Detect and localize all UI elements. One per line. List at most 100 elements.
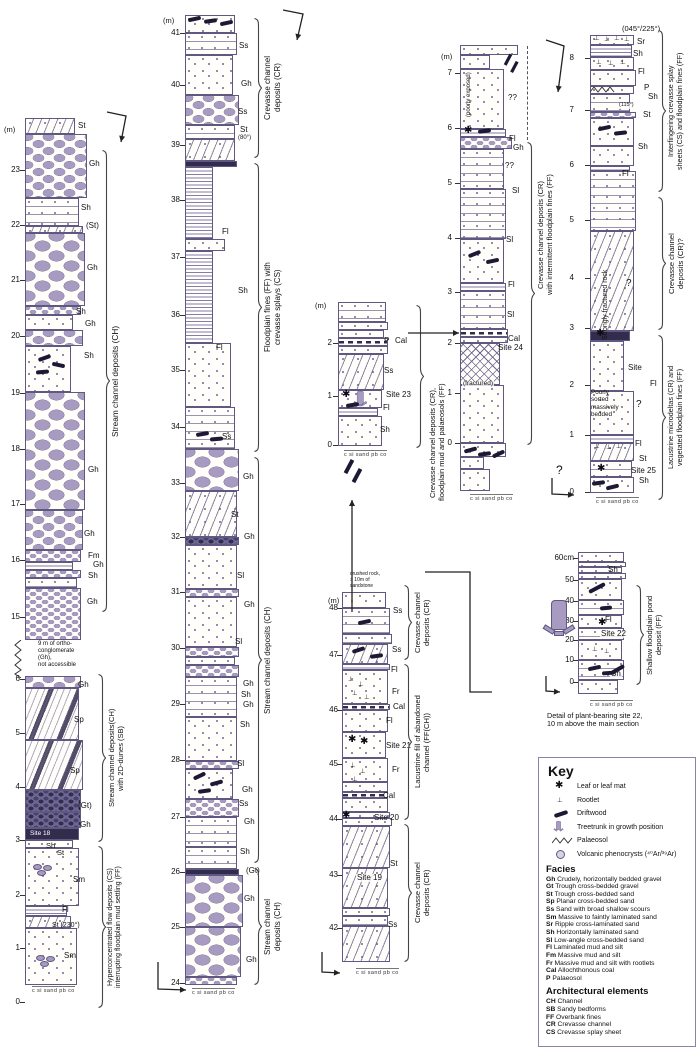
tick-mark	[20, 733, 25, 734]
key-symbol-label: Volcanic phenocrysts (⁴⁰Ar/³⁹Ar)	[577, 851, 677, 858]
facies-label: Fl	[509, 134, 516, 143]
facies-label: Sh	[633, 49, 643, 58]
tick-label: 7	[569, 105, 574, 114]
bed	[590, 443, 634, 461]
facies-label: Site	[628, 363, 642, 372]
tick-label: 17	[11, 499, 20, 508]
bed	[342, 926, 390, 962]
tick-mark	[333, 343, 338, 344]
tick-mark	[585, 110, 590, 111]
tick-label: 33	[171, 478, 180, 487]
tick-mark	[573, 580, 578, 581]
tick-mark	[585, 58, 590, 59]
bed	[185, 33, 237, 55]
bed	[590, 461, 632, 477]
continuation-arrow	[349, 500, 355, 612]
grain-size-axis: c si sand pb co	[470, 494, 513, 502]
bed	[460, 55, 490, 69]
tick-mark	[180, 370, 185, 371]
bed	[185, 597, 237, 647]
facies-label: St	[639, 454, 647, 463]
tick-label: 36	[171, 310, 180, 319]
pebble-icon	[33, 864, 42, 870]
palaeosol-zigzag-icon	[590, 86, 615, 93]
facies-code: P	[546, 974, 551, 982]
facies-label: Gh	[241, 79, 252, 88]
bed	[590, 341, 624, 391]
facies-label: Site 22	[600, 629, 627, 638]
leaf-icon: ✱	[598, 617, 607, 628]
bed	[342, 634, 392, 644]
tick-label: 0	[15, 997, 20, 1006]
facies-key-item: Sp Planar cross-bedded sand	[546, 898, 688, 906]
facies-label: Fl	[622, 169, 629, 178]
bed	[338, 416, 382, 446]
facies-label: Sp	[70, 766, 80, 775]
facies-label: Gh	[244, 817, 255, 826]
tick-mark	[455, 73, 460, 74]
facies-label: Sh	[240, 847, 250, 856]
grain-size-axis: c si sand pb co	[32, 986, 75, 994]
bed	[185, 717, 237, 761]
leaf-icon: ✱	[596, 328, 605, 339]
tick-mark	[455, 393, 460, 394]
architectural-desc: Crevasse splay sheet	[557, 1029, 622, 1037]
tick-label: 6	[569, 160, 574, 169]
facies-key-item: Fr Massive mud and silt with rootlets	[546, 960, 688, 968]
tick-label: 2	[447, 338, 452, 347]
facies-key-item: Ss Sand with broad shallow scours	[546, 906, 688, 914]
facies-desc: Massive to faintly laminated sand	[558, 913, 657, 921]
tick-mark	[573, 682, 578, 683]
tick-label: 27	[171, 812, 180, 821]
facies-label: Gh	[243, 700, 254, 709]
tick-mark	[180, 760, 185, 761]
tick-label: 42	[329, 923, 338, 932]
bed	[578, 680, 618, 694]
facies-label: Gh	[87, 263, 98, 272]
bed	[342, 592, 386, 608]
facies-label: St	[390, 859, 398, 868]
tick-label: 44	[329, 814, 338, 823]
bed	[185, 589, 239, 597]
rootlet-icon: ⊥	[352, 689, 358, 697]
grain-size-axis: c si sand pb co	[192, 988, 235, 996]
bed	[185, 761, 239, 769]
bed	[338, 330, 384, 338]
facies-key-item: Sm Massive to faintly laminated sand	[546, 914, 688, 922]
rootlet-icon: ⊥	[604, 35, 610, 43]
facies-label: Sl	[506, 235, 514, 244]
key-symbol-row: Palaeosol	[552, 835, 688, 846]
bed	[25, 392, 85, 510]
fault-icon	[502, 53, 521, 75]
section-boundary-line	[527, 46, 529, 140]
tick-label: 4	[447, 233, 452, 242]
continuation-arrow	[157, 962, 187, 993]
facies-label: Gh	[246, 955, 257, 964]
facies-label: Gh	[244, 600, 255, 609]
bed	[338, 302, 386, 322]
facies-key-item: P Palaeosol	[546, 975, 688, 983]
bed	[185, 139, 235, 161]
facies-label: Sh	[380, 425, 390, 434]
facies-label: Sl	[237, 759, 245, 768]
facies-key-item: Fl Laminated mud and silt	[546, 944, 688, 952]
bed	[342, 818, 392, 826]
connector-line	[425, 571, 492, 693]
leaf-icon: ✱	[348, 734, 357, 745]
scale-unit-label: (m)	[328, 596, 340, 605]
bed	[578, 615, 622, 628]
bed	[185, 167, 213, 239]
tick-label: 20	[11, 331, 20, 340]
tick-label: 6	[447, 123, 452, 132]
bed	[338, 322, 388, 330]
rootlet-icon: ⊥	[352, 775, 358, 783]
architectural-code: FF	[546, 1013, 555, 1021]
tick-label: 2	[569, 380, 574, 389]
tick-mark	[20, 617, 25, 618]
tick-mark	[20, 336, 25, 337]
rootlet-icon: ⊥	[348, 675, 354, 683]
